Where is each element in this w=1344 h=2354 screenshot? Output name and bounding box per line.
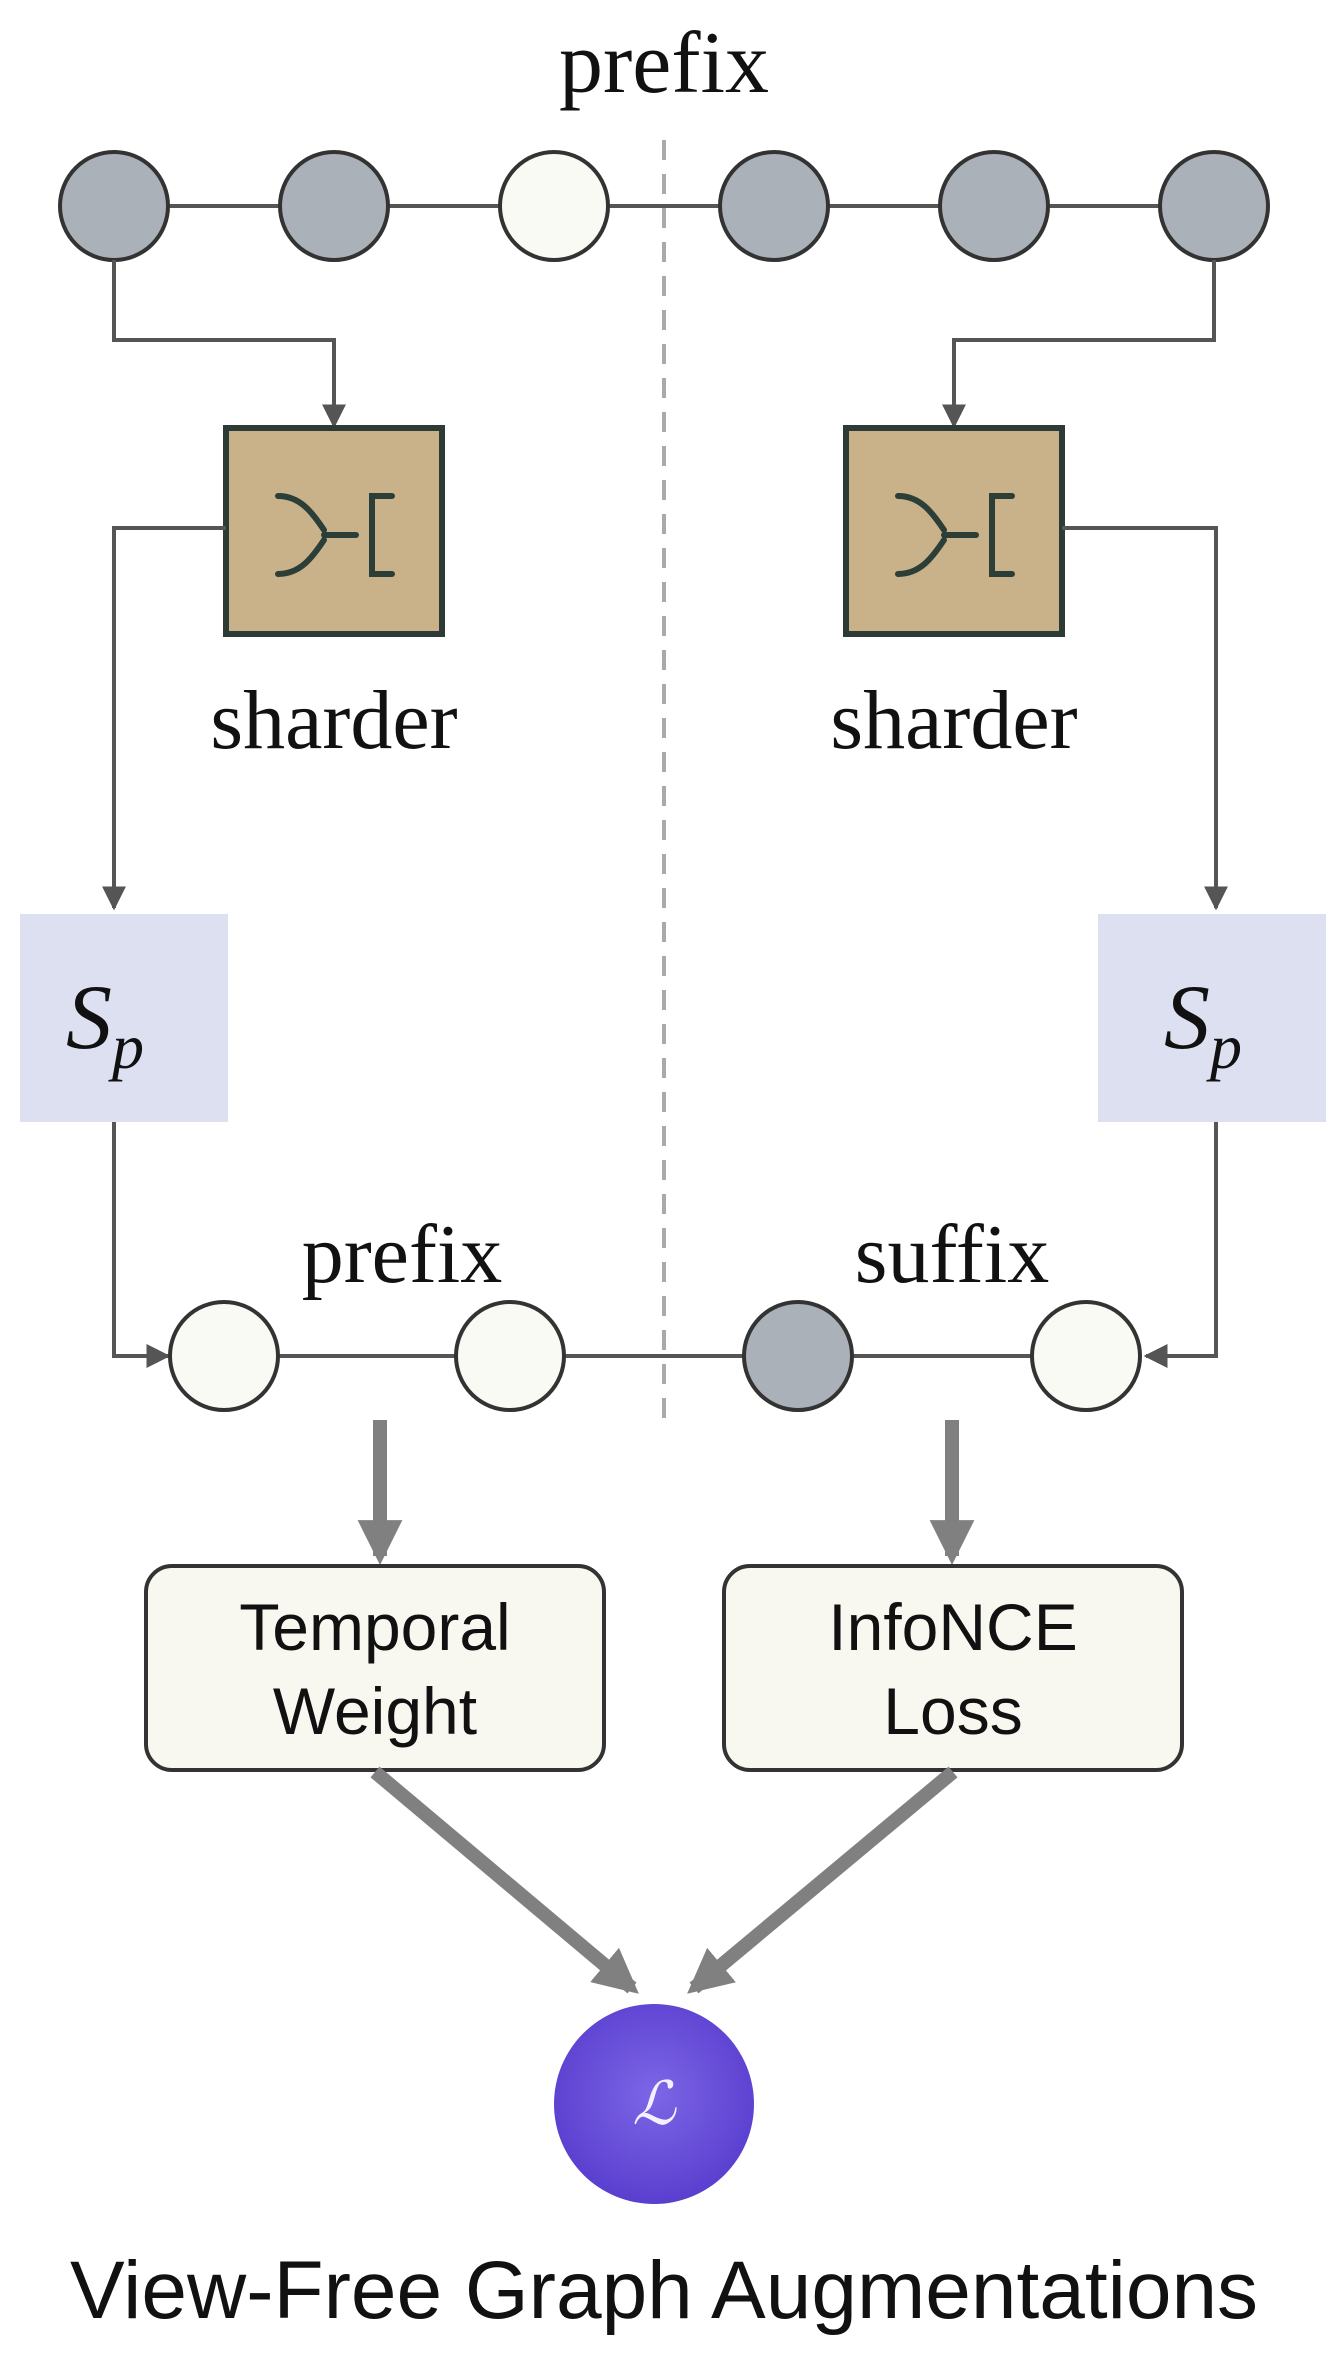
top-node-1 — [58, 150, 170, 262]
left-sp-label: Sp — [66, 966, 144, 1082]
bottom-node-3 — [742, 1300, 854, 1412]
loss-symbol: ℒ — [632, 2071, 677, 2137]
left-sp-main: S — [66, 966, 112, 1068]
top-node-6 — [1158, 150, 1270, 262]
arrow-right-sp-to-sequence — [1143, 1122, 1218, 1368]
shard-split-icon — [275, 493, 395, 577]
bottom-node-2 — [454, 1300, 566, 1412]
right-sp-label: Sp — [1164, 966, 1242, 1082]
bottom-prefix-label: prefix — [302, 1208, 503, 1301]
top-node-4 — [718, 150, 830, 262]
arrow-right-sharder-to-sp — [1062, 526, 1228, 911]
arrow-top-to-left-sharder — [112, 260, 346, 429]
top-node-5 — [938, 150, 1050, 262]
right-sharder-box — [843, 425, 1065, 637]
right-sp-block: Sp — [1098, 914, 1326, 1122]
loss-circle — [554, 2004, 754, 2204]
infonce-loss-line-1: InfoNCE — [828, 1590, 1077, 1664]
infonce-loss-box — [722, 1564, 1184, 1772]
bottom-node-1 — [168, 1300, 280, 1412]
left-sp-block: Sp — [20, 914, 228, 1122]
top-node-2 — [278, 150, 390, 262]
right-sp-subscript: p — [1206, 1011, 1242, 1082]
arrow-infonce-to-loss — [687, 1766, 958, 1994]
infonce-loss-line-2: Loss — [883, 1674, 1022, 1748]
temporal-weight-line-1: Temporal — [239, 1590, 510, 1664]
diagram-caption: View-Free Graph Augmentations — [70, 2245, 1258, 2336]
left-sharder-box — [223, 425, 445, 637]
arrow-temporal-weight-to-loss — [370, 1766, 639, 1994]
left-sharder-label: sharder — [210, 674, 457, 767]
left-sharder: sharder — [210, 425, 458, 767]
bottom-suffix-label: suffix — [855, 1208, 1049, 1301]
shard-split-icon — [895, 493, 1015, 577]
top-sequence — [58, 150, 1270, 262]
infonce-loss-block: InfoNCE Loss — [722, 1564, 1184, 1772]
temporal-weight-line-2: Weight — [273, 1674, 477, 1748]
bottom-node-4 — [1030, 1300, 1142, 1412]
arrow-left-sp-to-sequence — [112, 1122, 171, 1368]
left-sp-box — [20, 914, 228, 1122]
temporal-weight-box — [144, 1564, 606, 1772]
loss-node: ℒ — [554, 2004, 754, 2204]
temporal-weight-block: Temporal Weight — [144, 1564, 606, 1772]
right-sharder-label: sharder — [830, 674, 1077, 767]
top-prefix-label: prefix — [559, 15, 769, 112]
right-sp-box — [1098, 914, 1326, 1122]
left-sp-subscript: p — [108, 1011, 144, 1082]
arrow-top-to-right-sharder — [942, 260, 1216, 429]
right-sp-main: S — [1164, 966, 1210, 1068]
arrow-left-sharder-to-sp — [102, 526, 226, 911]
top-node-3 — [498, 150, 610, 262]
bottom-sequence — [168, 1300, 1142, 1412]
right-sharder: sharder — [830, 425, 1078, 767]
